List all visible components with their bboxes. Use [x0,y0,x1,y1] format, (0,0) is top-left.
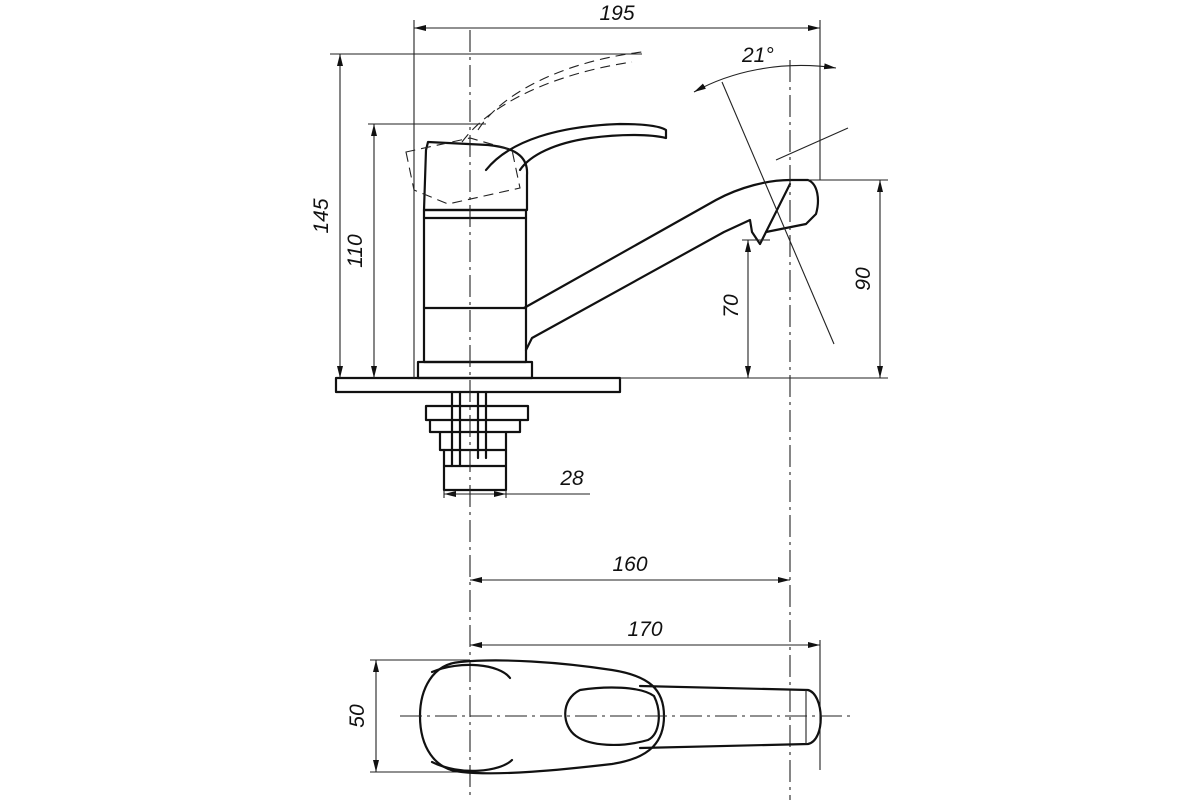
dim-total-height: 145 [310,198,333,233]
lever-top [418,659,666,775]
lever-edge [430,663,514,772]
counter-plate [334,376,622,394]
dim-total-reach: 170 [627,618,662,641]
threaded-shank [442,448,508,492]
spout [522,178,819,352]
dim-thread-diameter: 28 [559,467,584,490]
lever-handle [484,122,668,172]
dim-spout-height: 90 [852,267,875,291]
base-ring [416,360,534,380]
hose-connectors [450,390,488,468]
dim-lever-height: 110 [344,234,367,268]
dim-body-width: 50 [346,704,369,728]
lever-raised-outline [405,51,643,205]
dim-overall-width: 195 [599,2,634,25]
dim-spout-reach: 160 [612,553,647,576]
spout-top [638,684,822,750]
side-view: 195 21° 145 110 90 70 28 [310,2,888,800]
faucet-body [422,208,528,364]
cartridge-cap [422,140,529,212]
top-view: 160 170 50 [346,553,850,775]
dim-outlet-height: 70 [720,294,743,318]
lever-grip-recess [564,686,660,747]
spout-aerator [764,182,792,234]
dim-lever-angle: 21° [741,44,774,67]
